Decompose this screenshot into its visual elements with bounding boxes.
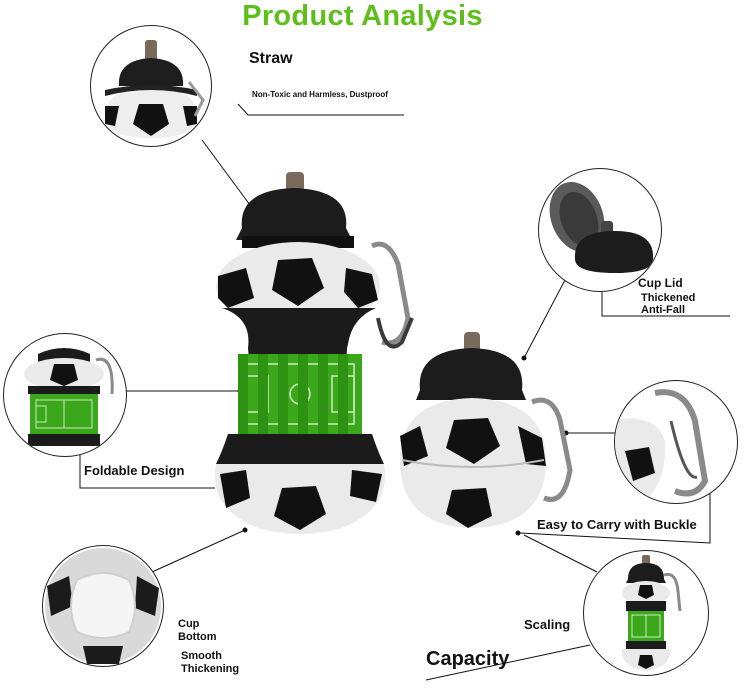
- foldable-label: Foldable Design: [84, 463, 185, 478]
- capacity-label: Capacity: [426, 648, 510, 670]
- scaling-label: Scaling: [524, 617, 571, 632]
- foldable-bottle-image: [24, 348, 114, 446]
- thickening-label: Thickening: [181, 663, 240, 675]
- buckle-image: [615, 389, 709, 501]
- buckle-detail-circle: [614, 380, 738, 504]
- buckle-label: Easy to Carry with Buckle: [537, 517, 697, 532]
- cup-lid-image: [549, 182, 654, 273]
- cup-bottom-label-1: Cup: [178, 618, 200, 630]
- folded-bottle-image: [400, 332, 573, 528]
- scaling-bottle-image: [621, 555, 682, 671]
- cup-bottom-label-2: Bottom: [178, 631, 217, 643]
- page-title: Product Analysis: [242, 0, 483, 32]
- scaling-detail-circle: [583, 550, 709, 676]
- straw-label: Straw: [249, 50, 293, 67]
- thickened-label: Thickened: [641, 292, 696, 304]
- smooth-label: Smooth: [181, 650, 222, 662]
- anti-fall-label: Anti-Fall: [641, 304, 685, 316]
- cup-lid-detail-circle: [538, 168, 662, 292]
- straw-lid-image: [105, 40, 205, 138]
- straw-description: Non-Toxic and Harmless, Dustproof: [252, 90, 388, 99]
- cup-bottom-image: [45, 548, 161, 664]
- foldable-detail-circle: [3, 333, 127, 457]
- cup-lid-label: Cup Lid: [638, 276, 683, 290]
- straw-detail-circle: [90, 25, 212, 147]
- main-bottle-image: [214, 172, 414, 534]
- cup-bottom-detail-circle: [42, 545, 164, 667]
